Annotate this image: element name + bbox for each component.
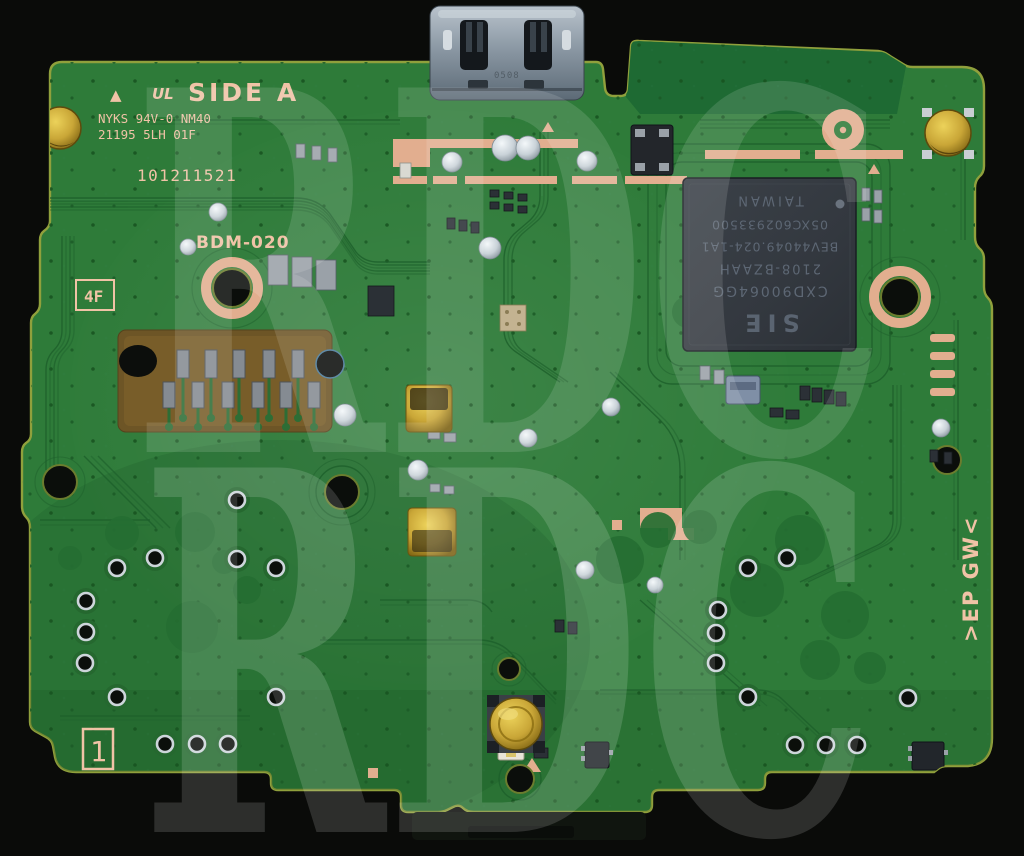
chip-brand: SIE — [739, 309, 800, 337]
sot-ic-bottom-right — [908, 741, 948, 771]
silkscreen-markings: ▲ UL SIDE A NYKS 94V-0 NM40 21195 5LH 01… — [75, 78, 983, 771]
chip-country: TAIWAN — [735, 193, 804, 208]
copper-annulus-right — [869, 266, 931, 328]
sot-ic-bottom-center — [581, 741, 613, 769]
main-soc-chip: SIE CXD90064GG 2108-BZAAH BEV44049.024-1… — [682, 177, 857, 352]
usb-stamp-marking: 0508 — [494, 71, 520, 81]
material-marking-line1: NYKS 94V-0 NM40 — [98, 111, 211, 126]
crystal-component — [499, 304, 527, 332]
trigger-contact-upper — [405, 384, 453, 433]
usb-c-connector: 0508 — [429, 5, 585, 101]
copper-annulus-left — [201, 257, 263, 319]
usb-slot-left — [460, 20, 488, 70]
panel-number-box: 1 — [81, 727, 115, 771]
chip-body — [682, 177, 857, 352]
inductor-component — [630, 124, 674, 176]
board-serial-number: 101211521 — [137, 166, 237, 185]
usb-slot-right — [524, 20, 552, 70]
side-label: SIDE A — [188, 78, 299, 107]
chip-lot-code: 2108-BZAAH — [718, 261, 821, 276]
usb-solder-tab-right — [562, 30, 571, 50]
solder-test-pads — [179, 134, 951, 594]
chip-markings: SIE CXD90064GG 2108-BZAAH BEV44049.024-1… — [701, 193, 839, 337]
chip-serial-code: 05XC602933500 — [711, 218, 828, 233]
connector-round-hole — [315, 349, 345, 379]
panel-number-text: 1 — [90, 735, 107, 768]
chip-pin1-dot — [835, 199, 845, 209]
oscillator-component — [725, 375, 761, 405]
connector-pins — [162, 349, 321, 431]
watermark-overlay: RDC RDC — [133, 0, 888, 856]
edge-marking-text: >EP GW< — [959, 515, 983, 642]
board-model-label: BDM-020 — [196, 233, 290, 253]
material-marking-line2: 21195 5LH 01F — [98, 127, 196, 142]
watermark-row-top: RDC — [133, 0, 888, 570]
orientation-triangle: ▲ — [110, 86, 122, 104]
bottom-connector-slot — [468, 826, 574, 838]
maker-logo-text: 4F — [84, 287, 103, 306]
maker-logo-box: 4F — [75, 279, 115, 311]
usb-solder-tab-left — [443, 30, 452, 50]
flex-connector-footprint — [117, 329, 345, 433]
screw-contact-top-right — [922, 108, 974, 159]
connector-slot-hole — [119, 345, 157, 377]
ul-certification-mark: UL — [152, 85, 174, 103]
fiducial-dot — [839, 126, 847, 134]
chip-rev-code: BEV44049.024-1A1 — [701, 240, 839, 255]
chip-part-number: CXD90064GG — [711, 283, 827, 299]
watermark-row-bottom: RDC — [141, 363, 876, 856]
mounting-holes — [42, 268, 962, 794]
trigger-contact-lower — [407, 507, 457, 557]
tactile-switch-button — [487, 695, 545, 753]
